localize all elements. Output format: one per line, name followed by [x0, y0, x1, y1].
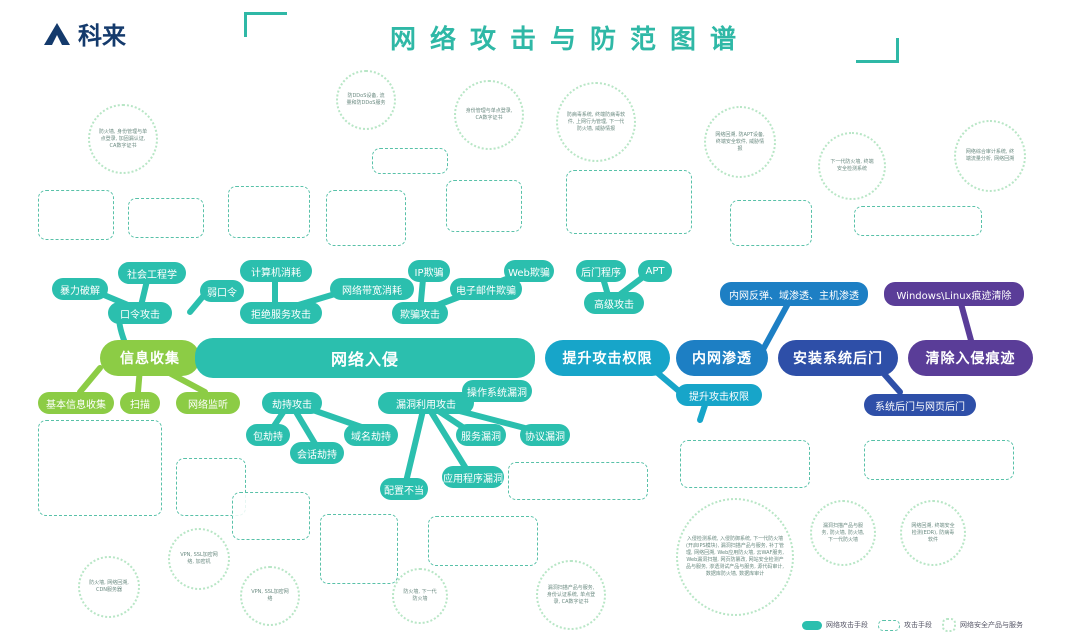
defense-scan-fw: 漏洞扫描产品与服务, 防火墙, 防火墙, 下一代防火墙 — [810, 500, 876, 566]
sub-network-monitor[interactable]: 网络监听 — [176, 392, 240, 414]
sub-vulnerability-exploit[interactable]: 漏洞利用攻击 — [378, 392, 474, 414]
legend-label-product: 网络安全产品与服务 — [960, 621, 1023, 629]
sub-email-spoofing[interactable]: 电子邮件欺骗 — [450, 278, 522, 300]
defense-social: 防火墙, 身份管理与单点登录, 加固漏认证, CA数字证书 — [88, 104, 158, 174]
sub-domain-hijack[interactable]: 域名劫持 — [344, 424, 398, 446]
sub-dos-attack[interactable]: 拒绝服务攻击 — [240, 302, 322, 324]
legend-label-means: 攻击手段 — [904, 621, 932, 629]
sub-os-vulnerability[interactable]: 操作系统漏洞 — [462, 380, 532, 402]
node-network-intrusion[interactable]: 网络入侵 — [195, 338, 535, 378]
logo-text: 科来 — [78, 22, 126, 50]
detail-box — [232, 492, 310, 540]
sub-advanced-attack[interactable]: 高级攻击 — [584, 292, 644, 314]
sub-windows-linux-clean[interactable]: Windows\Linux痕迹清除 — [884, 282, 1024, 306]
sub-protocol-vulnerability[interactable]: 协议漏洞 — [520, 424, 570, 446]
detail-box — [128, 198, 204, 238]
title-bracket-left — [244, 12, 287, 37]
detail-box — [428, 516, 538, 566]
page-title: 网络攻击与防范图谱 — [389, 24, 750, 55]
detail-box — [228, 186, 310, 238]
defense-next-fw-2: 防火墙, 下一代防火墙 — [392, 568, 448, 624]
detail-box — [38, 420, 162, 516]
node-clear-traces[interactable]: 清除入侵痕迹 — [908, 340, 1033, 376]
sub-lateral-actions[interactable]: 内网反弹、域渗透、主机渗透 — [720, 282, 868, 306]
legend-swatch-means — [878, 619, 900, 631]
detail-box — [38, 190, 114, 240]
defense-ddos: 防DDoS设备, 流量和防DDoS服务 — [336, 70, 396, 130]
defense-next-fw: 下一代防火墙, 终端安全检测系统 — [818, 132, 886, 200]
detail-box — [864, 440, 1014, 480]
sub-app-vulnerability[interactable]: 应用程序漏洞 — [442, 466, 504, 488]
detail-box — [730, 200, 812, 246]
legend-label-attack: 网络攻击手段 — [826, 621, 868, 629]
defense-fw-sys: 防火墙, 网络回溯, CDN服务器 — [78, 556, 140, 618]
detail-box — [372, 148, 448, 174]
sub-basic-info[interactable]: 基本信息收集 — [38, 392, 114, 414]
node-lateral-movement[interactable]: 内网渗透 — [676, 340, 768, 376]
defense-web-spoof: 防病毒系统, 终端防病毒软件, 上网行为管理, 下一代防火墙, 威胁情报 — [556, 82, 636, 162]
legend-swatch-attack — [802, 620, 822, 630]
sub-hijack-attack[interactable]: 劫持攻击 — [262, 392, 322, 414]
sub-scan[interactable]: 扫描 — [120, 392, 160, 414]
defense-backdoor: 网络回溯, 终端安全检测(EDR), 防病毒软件 — [900, 500, 966, 566]
sub-ip-spoofing[interactable]: IP欺骗 — [408, 260, 450, 282]
sub-service-vulnerability[interactable]: 服务漏洞 — [456, 424, 506, 446]
defense-scan-products: 漏洞扫描产品与服务, 身份认证系统, 单点登录, CA数字证书 — [536, 560, 606, 630]
sub-system-web-backdoor[interactable]: 系统后门与网页后门 — [864, 394, 976, 416]
detail-box — [320, 514, 398, 584]
brand-logo: 科来 — [42, 16, 126, 51]
sub-misconfiguration[interactable]: 配置不当 — [380, 478, 428, 500]
sub-spoofing-attack[interactable]: 欺骗攻击 — [392, 302, 448, 324]
sub-web-spoofing[interactable]: Web欺骗 — [504, 260, 554, 282]
detail-box — [326, 190, 406, 246]
sub-packet-hijack[interactable]: 包劫持 — [246, 424, 290, 446]
defense-apt: 网络回溯, 防APT设备, 终端安全软件, 威胁情报 — [704, 106, 776, 178]
detail-box — [566, 170, 692, 234]
node-install-backdoor[interactable]: 安装系统后门 — [778, 340, 898, 376]
defense-vpn-ssl: VPN, SSL加密网络 — [240, 566, 300, 626]
sub-apt[interactable]: APT — [638, 260, 672, 282]
sub-brute-force[interactable]: 暴力破解 — [52, 278, 108, 300]
sub-backdoor-program[interactable]: 后门程序 — [576, 260, 626, 282]
sub-social-engineering[interactable]: 社会工程学 — [118, 262, 186, 284]
node-privilege-escalation[interactable]: 提升攻击权限 — [545, 340, 670, 376]
defense-ip-spoof: 身份管理与单点登录, CA数字证书 — [454, 80, 524, 150]
sub-privilege-escalation-2[interactable]: 提升攻击权限 — [676, 384, 762, 406]
defense-vpn: VPN, SSL加密网络, 加密机 — [168, 528, 230, 590]
title-bracket-right — [856, 38, 899, 63]
sub-computer-consumption[interactable]: 计算机消耗 — [240, 260, 312, 282]
legend-swatch-product — [942, 618, 956, 632]
sub-weak-password[interactable]: 弱口令 — [200, 280, 244, 302]
detail-box — [680, 440, 810, 488]
sub-password-attack[interactable]: 口令攻击 — [108, 302, 172, 324]
defense-clean: 网络综合审计系统, 终端流量分析, 网络回溯 — [954, 120, 1026, 192]
detail-box — [446, 180, 522, 232]
node-info-collect[interactable]: 信息收集 — [100, 340, 200, 376]
detail-box — [854, 206, 982, 236]
sub-bandwidth-consumption[interactable]: 网络带宽消耗 — [330, 278, 414, 300]
defense-intrusion: 入侵检测系统, 入侵防御系统, 下一代防火墙(开启IPS模块), 漏洞扫描产品与… — [676, 498, 794, 616]
sub-session-hijack[interactable]: 会话劫持 — [290, 442, 344, 464]
detail-box — [508, 462, 648, 500]
logo-mark-icon — [44, 22, 70, 45]
legend: 网络攻击手段 攻击手段 网络安全产品与服务 — [792, 618, 1023, 632]
